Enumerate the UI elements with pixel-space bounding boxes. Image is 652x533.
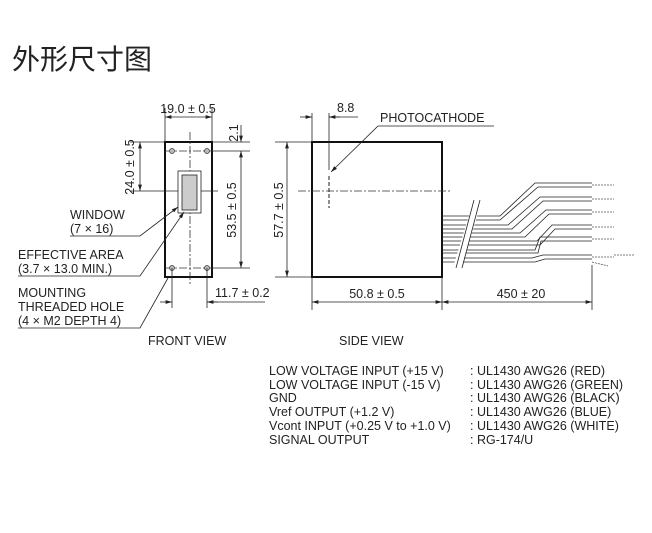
dimension-label: 19.0 ± 0.5 [160, 102, 216, 116]
cable-label: : UL1430 AWG26 (BLUE) [470, 405, 612, 420]
dimension-label: 11.7 ± 0.2 [215, 286, 270, 300]
dimension-label: 8.8 [337, 101, 354, 115]
dimension-label: 53.5 ± 0.5 [225, 182, 239, 238]
dimension-label: EFFECTIVE AREA [18, 248, 124, 262]
cables [442, 182, 635, 270]
wiring-signals: LOW VOLTAGE INPUT (+15 V) LOW VOLTAGE IN… [269, 364, 451, 447]
dimension-label: FRONT VIEW [148, 334, 226, 348]
dimension-label: MOUNTING [18, 286, 86, 300]
effective-area [181, 174, 198, 211]
dimension-label: (4 × M2 DEPTH 4) [18, 314, 121, 328]
dimension-label: 50.8 ± 0.5 [349, 287, 405, 301]
wiring-cables: : UL1430 AWG26 (RED) : UL1430 AWG26 (GRE… [470, 364, 624, 447]
dimension-label: PHOTOCATHODE [380, 111, 484, 125]
dimension-label: (7 × 16) [70, 222, 113, 236]
dimension-label: 450 ± 20 [497, 287, 546, 301]
signal-label: LOW VOLTAGE INPUT (+15 V) [269, 364, 444, 378]
dimension-label: 2.1 [227, 124, 241, 141]
signal-label: Vref OUTPUT (+1.2 V) [269, 405, 395, 420]
signal-label: Vcont INPUT (+0.25 V to +1.0 V) [269, 418, 451, 433]
page-title: 外形尺寸图 [12, 43, 153, 76]
front-body [164, 141, 213, 278]
signal-label: SIGNAL OUTPUT [269, 432, 370, 447]
cable-label: : UL1430 AWG26 (RED) [470, 364, 606, 378]
side-body [311, 141, 443, 278]
dimension-label: THREADED HOLE [18, 300, 124, 314]
cable-label: : UL1430 AWG26 (WHITE) [470, 418, 619, 433]
dimension-label: 57.7 ± 0.5 [272, 182, 286, 238]
cable-label: : UL1430 AWG26 (GREEN) [470, 377, 624, 392]
front-view: 19.0 ± 0.5 2.1 53.5 ± 0.5 24.0 ± 0.5 11.… [18, 102, 270, 348]
dimension-label: 24.0 ± 0.5 [123, 139, 137, 195]
side-view: 8.8 PHOTOCATHODE 57.7 ± 0.5 50.8 ± 0.5 4… [272, 101, 635, 348]
dimension-label: (3.7 × 13.0 MIN.) [18, 262, 112, 276]
signal-label: LOW VOLTAGE INPUT (-15 V) [269, 377, 441, 392]
dimension-label: SIDE VIEW [339, 334, 404, 348]
cable-label: : UL1430 AWG26 (BLACK) [470, 391, 620, 406]
cable-label: : RG-174/U [470, 432, 534, 447]
signal-label: GND [269, 391, 297, 406]
dimension-label: WINDOW [70, 208, 125, 222]
